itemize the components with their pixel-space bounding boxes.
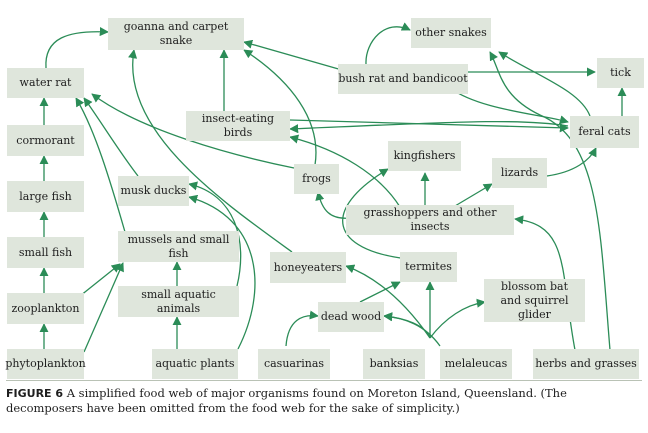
node-bush-rat-and-bandicoot: bush rat and bandicoot bbox=[338, 64, 468, 94]
arrow-feral-cats-bush-rat bbox=[289, 120, 569, 134]
arrow-termites-kingfishers bbox=[342, 168, 409, 260]
node-kingfishers: kingfishers bbox=[388, 141, 461, 171]
arrow-bush-rat-other-snakes bbox=[365, 22, 411, 65]
node-casuarinas: casuarinas bbox=[258, 349, 330, 379]
arrow-grasshoppers-frogs bbox=[315, 191, 351, 219]
node-goanna-and-carpet-snake: goanna and carpet snake bbox=[108, 18, 244, 50]
arrow-mussels-water-rat bbox=[75, 97, 126, 233]
arrow-honeyeaters-goanna bbox=[128, 49, 293, 253]
node-aquatic-plants: aquatic plants bbox=[152, 349, 238, 379]
arrow-dead-wood-termites bbox=[359, 281, 401, 303]
node-cormorant: cormorant bbox=[7, 125, 84, 156]
node-mussels-and-small-fish: mussels and small fish bbox=[118, 231, 239, 262]
arrow-zooplankton-mussels bbox=[79, 263, 121, 297]
node-water-rat: water rat bbox=[7, 68, 84, 98]
node-frogs: frogs bbox=[294, 164, 339, 194]
arrow-banksias-dead-wood bbox=[383, 312, 431, 339]
arrow-aquatic-plants-musk-ducks bbox=[188, 194, 256, 350]
arrow-banksias-blossom-bat bbox=[429, 298, 486, 339]
arrow-bush-rat-goanna bbox=[243, 39, 343, 71]
arrow-insect-birds-feral-cats bbox=[289, 119, 569, 133]
node-melaleucas: melaleucas bbox=[440, 349, 512, 379]
node-honeyeaters: honeyeaters bbox=[270, 252, 346, 283]
arrow-herbs-other-snakes bbox=[489, 51, 611, 351]
arrow-water-rat-goanna bbox=[45, 27, 109, 69]
node-other-snakes: other snakes bbox=[411, 18, 491, 48]
figure-label: FIGURE 6 bbox=[6, 387, 64, 400]
figure-caption: FIGURE 6 A simplified food web of major … bbox=[6, 386, 642, 416]
node-termites: termites bbox=[400, 252, 457, 282]
arrow-lizards-feral-cats bbox=[546, 147, 597, 177]
arrow-small-aquatic-musk-ducks bbox=[188, 181, 242, 287]
node-phytoplankton: phytoplankton bbox=[5, 349, 86, 379]
node-grasshoppers-and-other-insects: grasshoppers and other insects bbox=[346, 205, 514, 235]
node-zooplankton: zooplankton bbox=[7, 293, 84, 324]
arrow-grasshoppers-lizards bbox=[454, 183, 493, 207]
arrow-grasshoppers-insect-birds bbox=[289, 134, 401, 208]
node-small-fish: small fish bbox=[7, 237, 84, 268]
arrow-frogs-goanna bbox=[243, 49, 317, 166]
arrow-melaleucas-dead-wood bbox=[383, 312, 441, 347]
arrow-herbs-grasshoppers bbox=[514, 215, 576, 351]
arrow-casuarinas-dead-wood bbox=[285, 310, 319, 347]
node-lizards: lizards bbox=[492, 158, 547, 188]
arrow-musk-ducks-water-rat bbox=[83, 97, 139, 177]
node-insect-eating-birds: insect-eating birds bbox=[186, 111, 290, 141]
figure-caption-text: A simplified food web of major organisms… bbox=[6, 386, 567, 415]
caption-rule bbox=[6, 380, 642, 381]
node-banksias: banksias bbox=[363, 349, 425, 379]
node-dead-wood: dead wood bbox=[318, 302, 384, 332]
node-herbs-and-grasses: herbs and grasses bbox=[533, 349, 639, 379]
arrow-feral-cats-other-snakes bbox=[498, 51, 591, 117]
node-small-aquatic-animals: small aquatic animals bbox=[118, 286, 239, 317]
node-feral-cats: feral cats bbox=[570, 116, 639, 148]
node-large-fish: large fish bbox=[7, 181, 84, 212]
arrow-bush-rat-feral-cats bbox=[449, 87, 569, 125]
node-blossom-bat-and-squirrel-glider: blossom bat and squirrel glider bbox=[484, 279, 585, 322]
node-musk-ducks: musk ducks bbox=[118, 176, 189, 206]
node-tick: tick bbox=[597, 58, 644, 88]
arrow-phytoplankton-mussels bbox=[83, 262, 124, 353]
